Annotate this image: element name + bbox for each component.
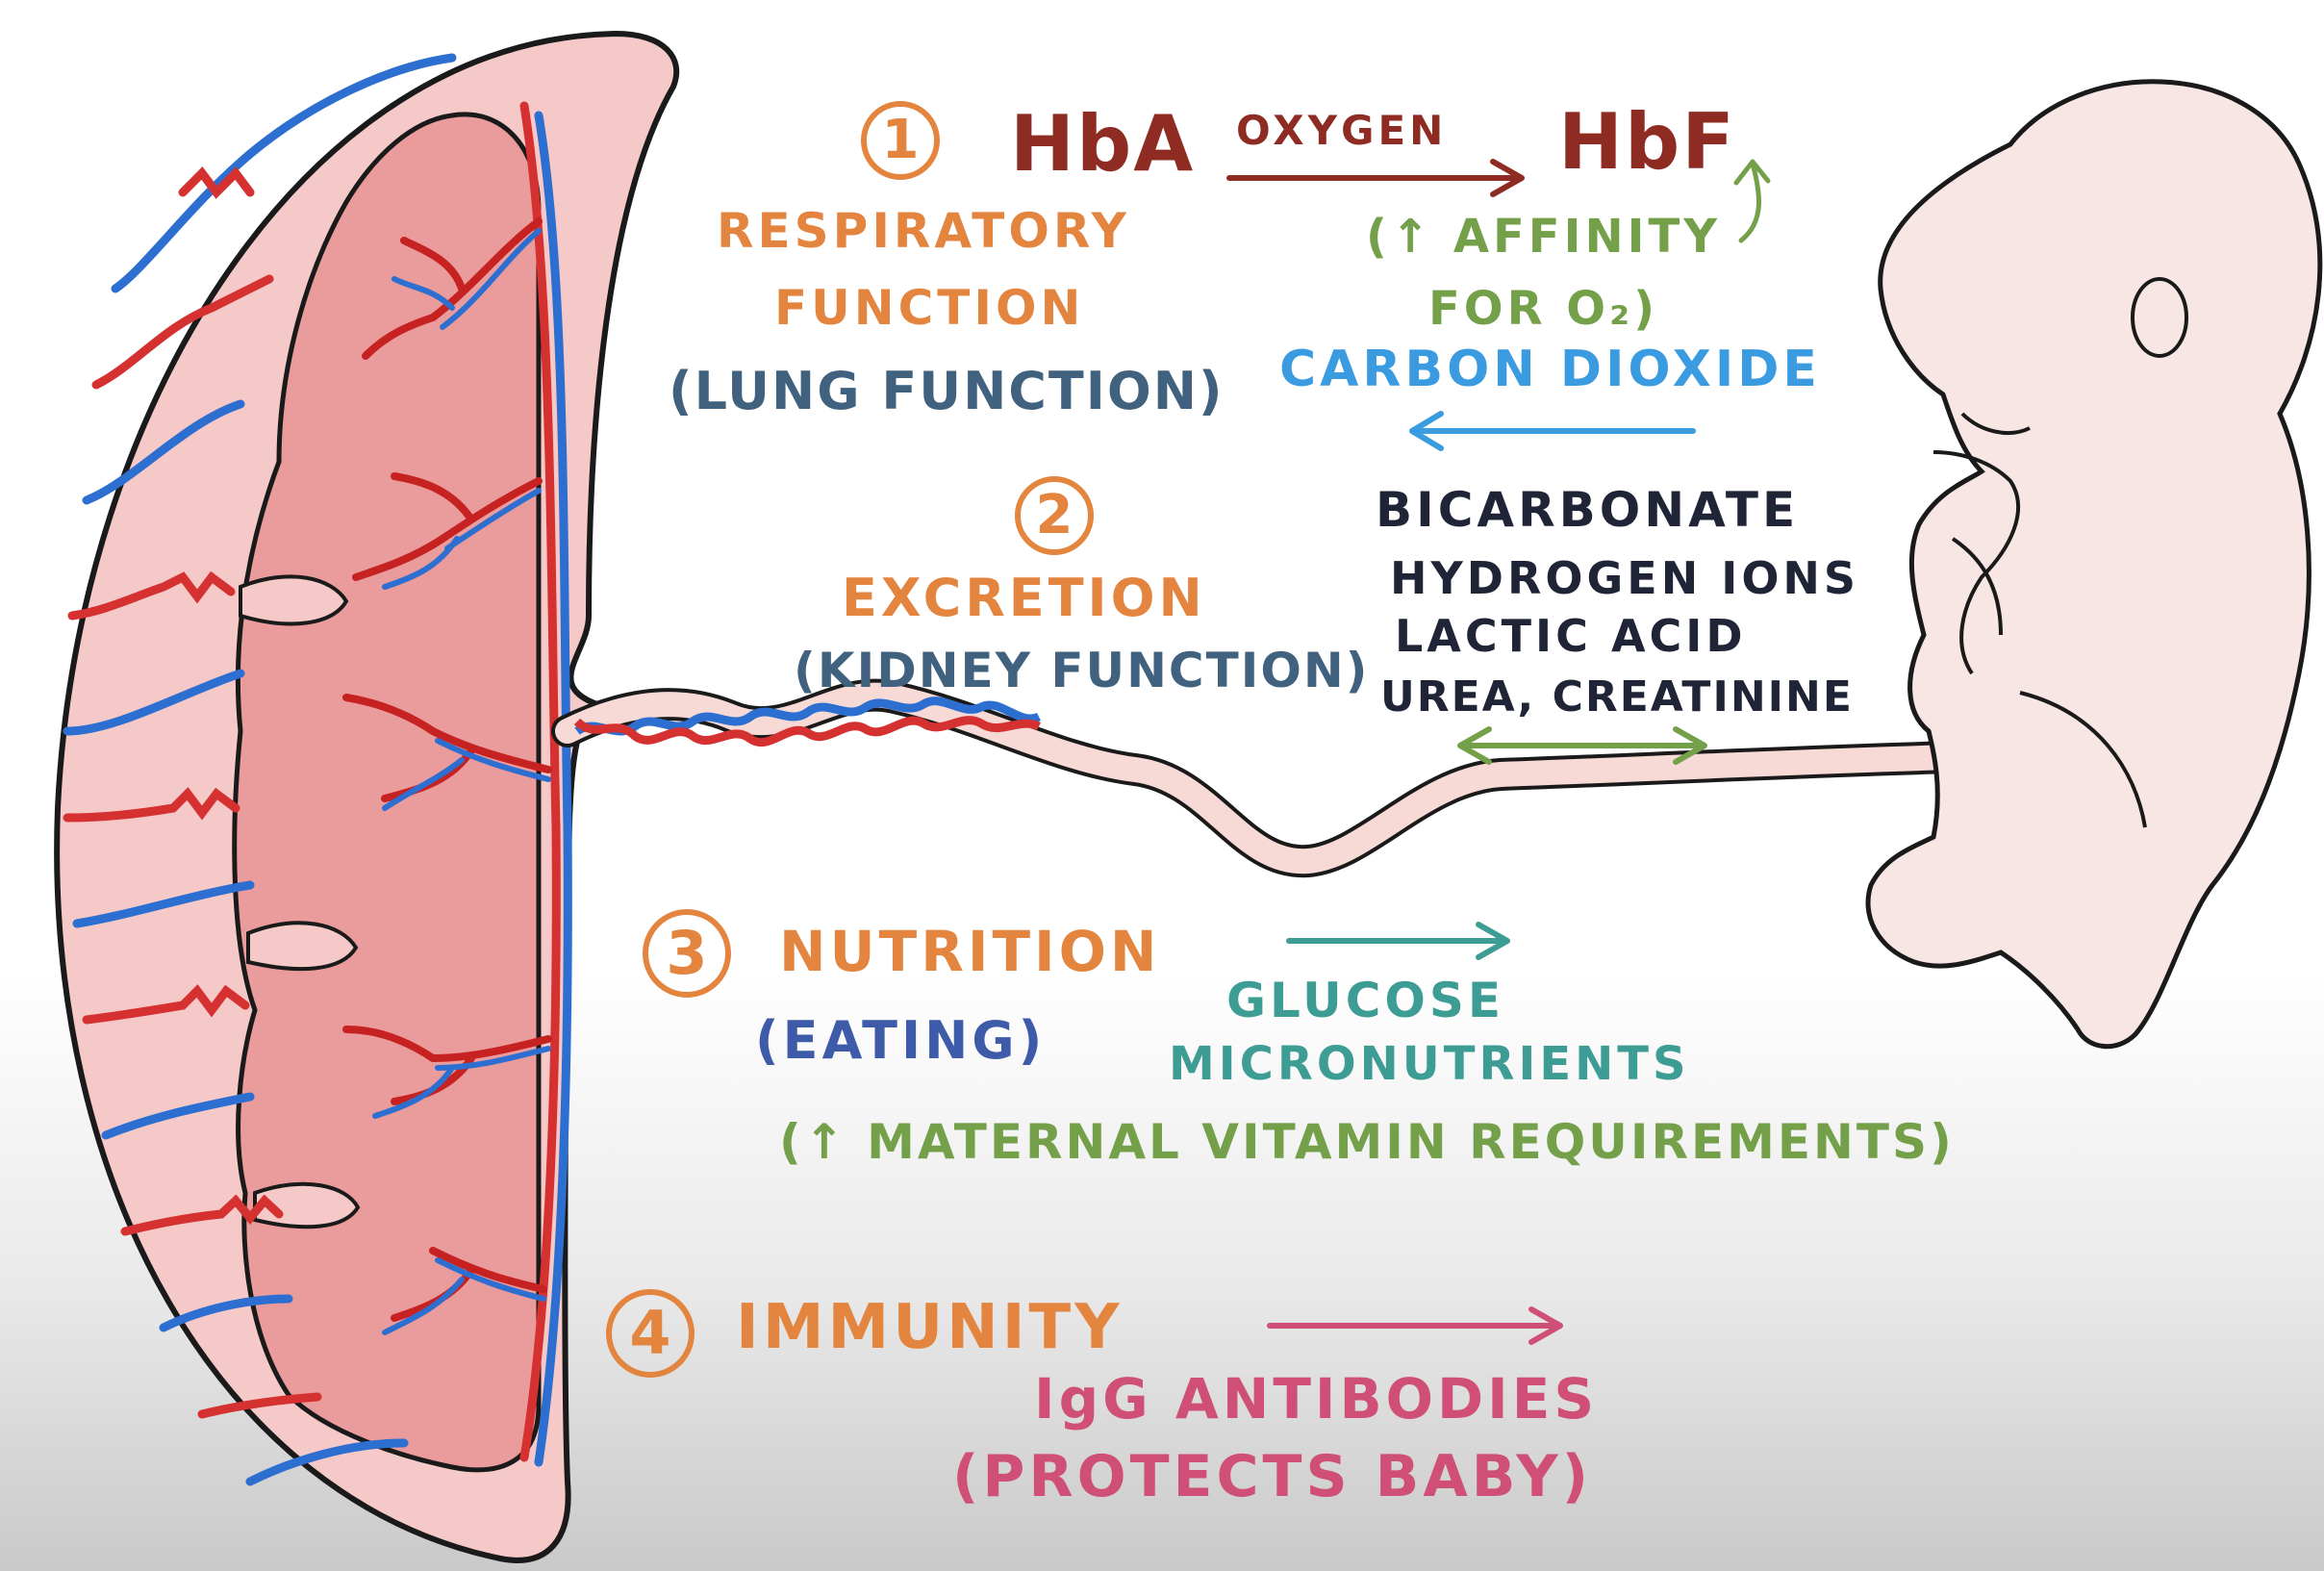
number-1-badge: 1 bbox=[861, 101, 940, 180]
carbon-dioxide-arrow-icon bbox=[1412, 414, 1693, 448]
protects-baby-label: (PROTECTS BABY) bbox=[952, 1448, 1592, 1506]
nutrition-label: NUTRITION bbox=[779, 924, 1160, 979]
affinity-label: (↑ AFFINITY bbox=[1366, 214, 1721, 260]
placenta-icon bbox=[57, 34, 676, 1560]
excretion-label: EXCRETION bbox=[842, 572, 1206, 624]
nutrition-arrow-icon bbox=[1289, 925, 1507, 957]
glucose-label: GLUCOSE bbox=[1226, 976, 1504, 1025]
eating-label: (EATING) bbox=[755, 1015, 1046, 1067]
for-o2-label: FOR O₂) bbox=[1428, 286, 1658, 332]
micronutrients-label: MICRONUTRIENTS bbox=[1169, 1041, 1690, 1087]
bicarbonate-label: BICARBONATE bbox=[1376, 486, 1799, 534]
immunity-arrow-icon bbox=[1270, 1309, 1560, 1342]
number-2-badge: 2 bbox=[1015, 476, 1094, 555]
lung-function-label: (LUNG FUNCTION) bbox=[669, 366, 1225, 418]
oxygen-arrow-icon bbox=[1229, 162, 1522, 194]
lactic-acid-label: LACTIC ACID bbox=[1395, 614, 1747, 658]
carbon-dioxide-label: CARBON DIOXIDE bbox=[1279, 344, 1821, 394]
maternal-vitamin-label: (↑ MATERNAL VITAMIN REQUIREMENTS) bbox=[779, 1118, 1955, 1166]
fetus-icon bbox=[1868, 82, 2320, 1047]
oxygen-label: OXYGEN bbox=[1236, 111, 1447, 151]
urea-creatinine-label: UREA, CREATININE bbox=[1380, 676, 1854, 719]
respiratory-label: RESPIRATORY bbox=[717, 207, 1130, 255]
number-3-badge: 3 bbox=[643, 909, 731, 998]
umbilical-cord-icon bbox=[568, 696, 2126, 862]
function-label: FUNCTION bbox=[774, 284, 1084, 332]
hydrogen-ions-label: HYDROGEN IONS bbox=[1390, 556, 1859, 600]
immunity-label: IMMUNITY bbox=[736, 1297, 1124, 1358]
igg-antibodies-label: IgG ANTIBODIES bbox=[1034, 1371, 1598, 1427]
hbf-label: HbF bbox=[1558, 104, 1736, 181]
number-4-badge: 4 bbox=[606, 1289, 695, 1378]
kidney-function-label: (KIDNEY FUNCTION) bbox=[794, 646, 1370, 695]
affinity-up-arrow-icon bbox=[1736, 162, 1768, 241]
hba-label: HbA bbox=[1010, 106, 1195, 183]
